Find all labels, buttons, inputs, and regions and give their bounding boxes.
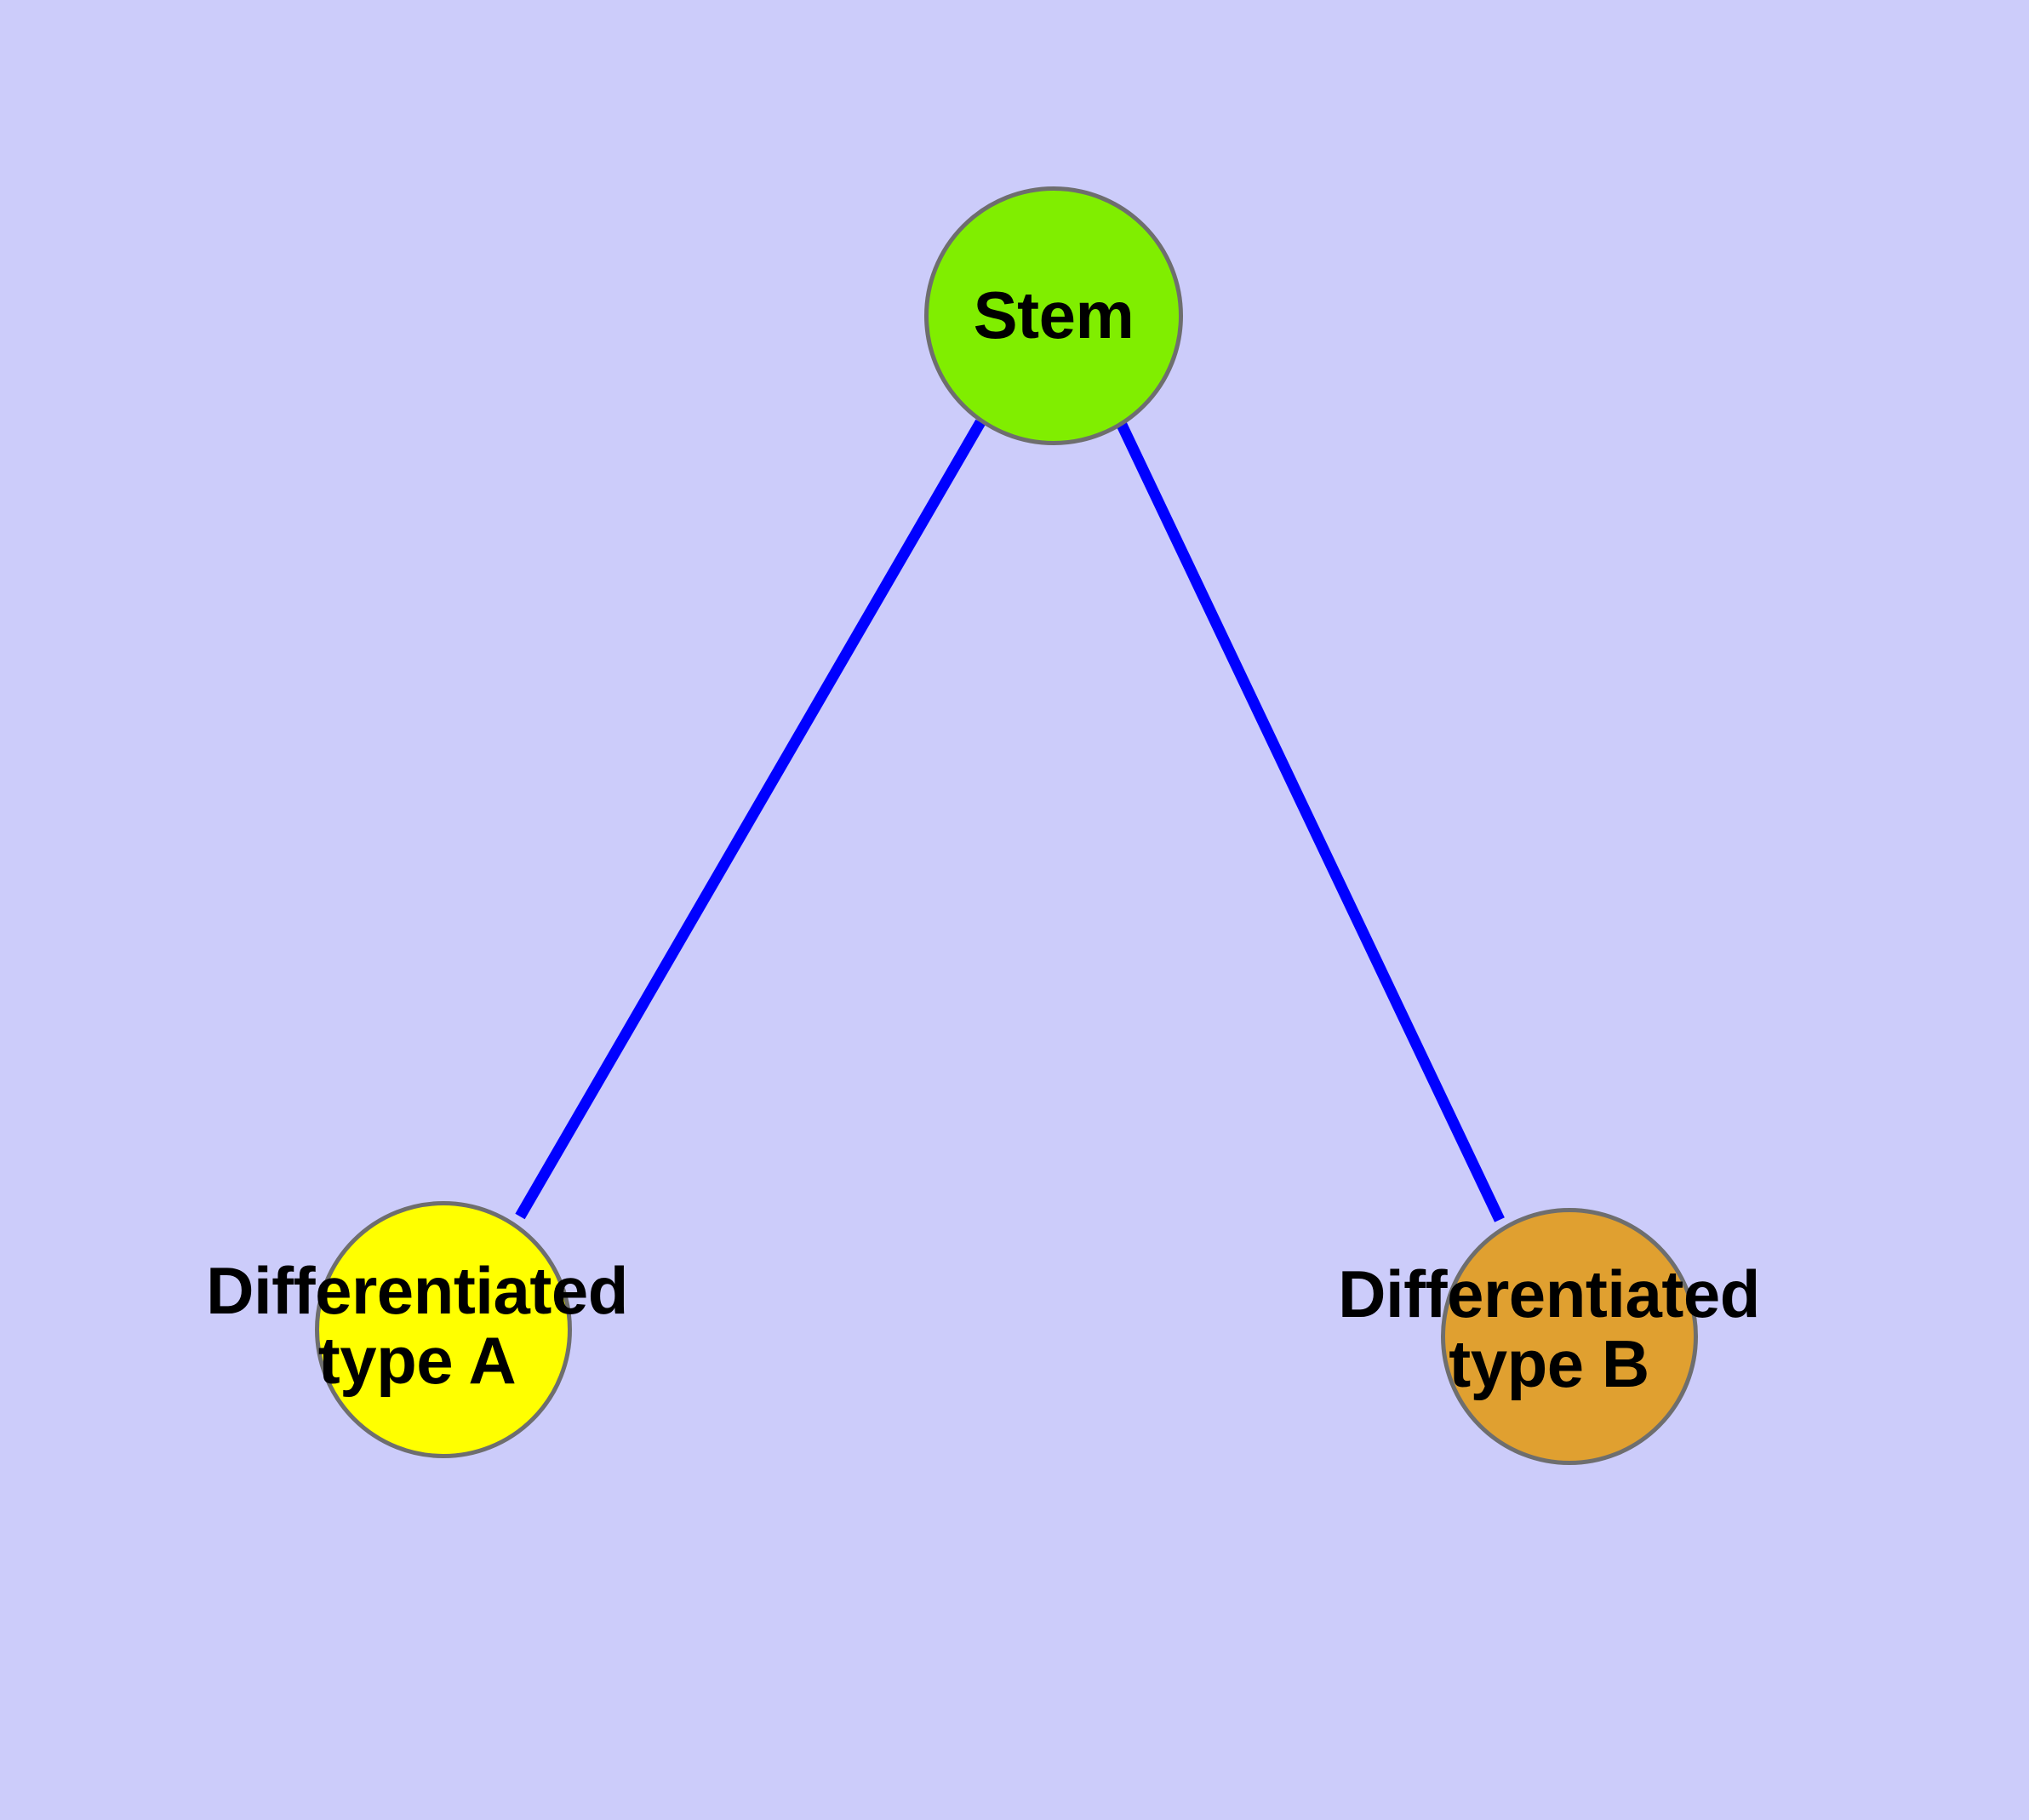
edge-stem-to-type-a (515, 419, 986, 1220)
node-differentiated-type-a[interactable] (315, 1201, 572, 1458)
node-differentiated-type-b[interactable] (1441, 1208, 1698, 1465)
edge-stem-to-type-b (1117, 422, 1505, 1222)
node-stem[interactable] (924, 186, 1183, 445)
